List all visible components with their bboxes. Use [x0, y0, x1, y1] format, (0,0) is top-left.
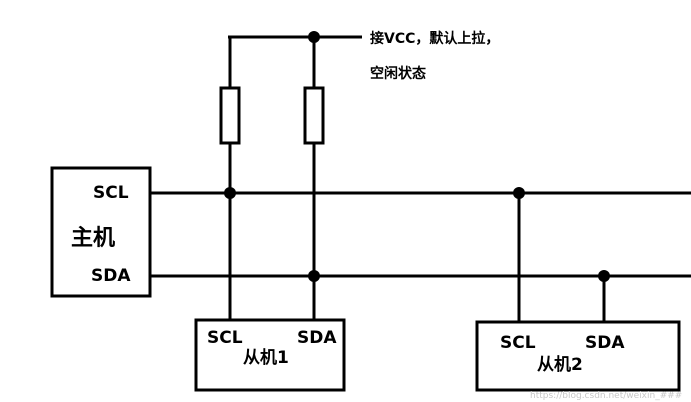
sda-junction-dot-1	[308, 270, 320, 282]
slave1-scl-label: SCL	[207, 328, 243, 348]
sda-pullup-resistor	[303, 86, 325, 145]
slave1-box	[194, 318, 346, 392]
slave2-box	[475, 320, 681, 392]
slave2-sda-label: SDA	[585, 333, 625, 353]
master-scl-label: SCL	[93, 183, 129, 203]
master-box	[50, 166, 152, 298]
note-line-2: 空闲状态	[370, 65, 426, 82]
slave2-scl-label: SCL	[500, 333, 536, 353]
scl-junction-dot-2	[513, 187, 525, 199]
scl-junction-dot-1	[224, 187, 236, 199]
note-line-1: 接VCC，默认上拉，	[370, 30, 499, 47]
sda-junction-dot-2	[598, 270, 610, 282]
vcc-junction-dot	[308, 31, 320, 43]
watermark-text: https://blog.csdn.net/weixin_###	[530, 391, 682, 401]
scl-pullup-resistor	[219, 86, 241, 145]
slave1-title: 从机1	[243, 347, 289, 368]
master-title: 主机	[71, 226, 115, 251]
slave2-title: 从机2	[537, 354, 583, 375]
master-sda-label: SDA	[91, 266, 131, 286]
slave1-sda-label: SDA	[297, 328, 337, 348]
